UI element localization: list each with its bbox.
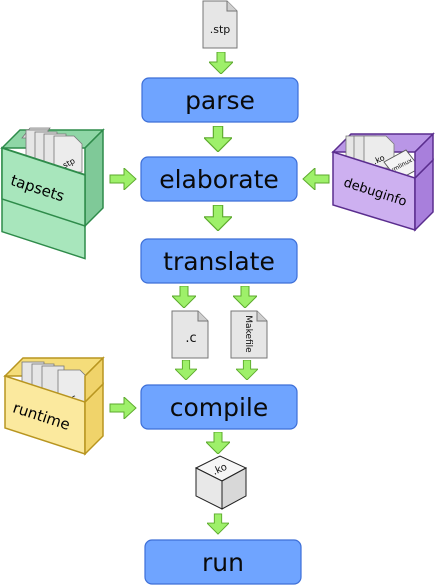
makefile: Makefile bbox=[230, 310, 268, 359]
stp-input-file: .stp bbox=[202, 0, 238, 49]
green-arrow-icon bbox=[204, 205, 232, 231]
elaborate-label: elaborate bbox=[159, 165, 279, 194]
green-arrow-icon bbox=[207, 513, 229, 535]
green-arrow-icon bbox=[206, 432, 230, 454]
translate-label: translate bbox=[163, 247, 275, 276]
green-arrow-icon bbox=[233, 286, 257, 308]
c-file-label: .c bbox=[185, 331, 196, 346]
cube-icon: .ko bbox=[194, 455, 248, 510]
makefile-label: Makefile bbox=[243, 315, 253, 353]
compile-stage: compile bbox=[140, 384, 298, 430]
stp-file-label: .stp bbox=[210, 23, 231, 36]
translate-stage: translate bbox=[140, 238, 298, 284]
green-arrow-icon bbox=[209, 52, 233, 74]
green-arrow-icon bbox=[172, 286, 196, 308]
elaborate-stage: elaborate bbox=[140, 156, 298, 202]
parse-label: parse bbox=[185, 86, 255, 115]
green-arrow-icon bbox=[236, 360, 258, 380]
green-arrow-icon bbox=[109, 168, 137, 190]
c-source-file: .c bbox=[171, 310, 209, 359]
green-arrow-icon bbox=[175, 360, 197, 380]
run-stage: run bbox=[144, 539, 302, 585]
runtime-box: .c runtime bbox=[3, 356, 105, 456]
compile-label: compile bbox=[170, 393, 269, 422]
debuginfo-box: .ko vmlinux debuginfo bbox=[331, 132, 435, 232]
parse-stage: parse bbox=[141, 77, 299, 123]
green-arrow-icon bbox=[109, 397, 137, 419]
tapsets-box: .stp tapsets bbox=[0, 127, 105, 260]
document-icon bbox=[202, 0, 238, 49]
document-icon bbox=[171, 310, 209, 359]
ko-file-label: .ko bbox=[211, 462, 229, 478]
green-arrow-icon bbox=[302, 168, 330, 190]
document-icon bbox=[230, 310, 268, 359]
run-label: run bbox=[202, 548, 244, 577]
green-arrow-icon bbox=[204, 126, 232, 152]
